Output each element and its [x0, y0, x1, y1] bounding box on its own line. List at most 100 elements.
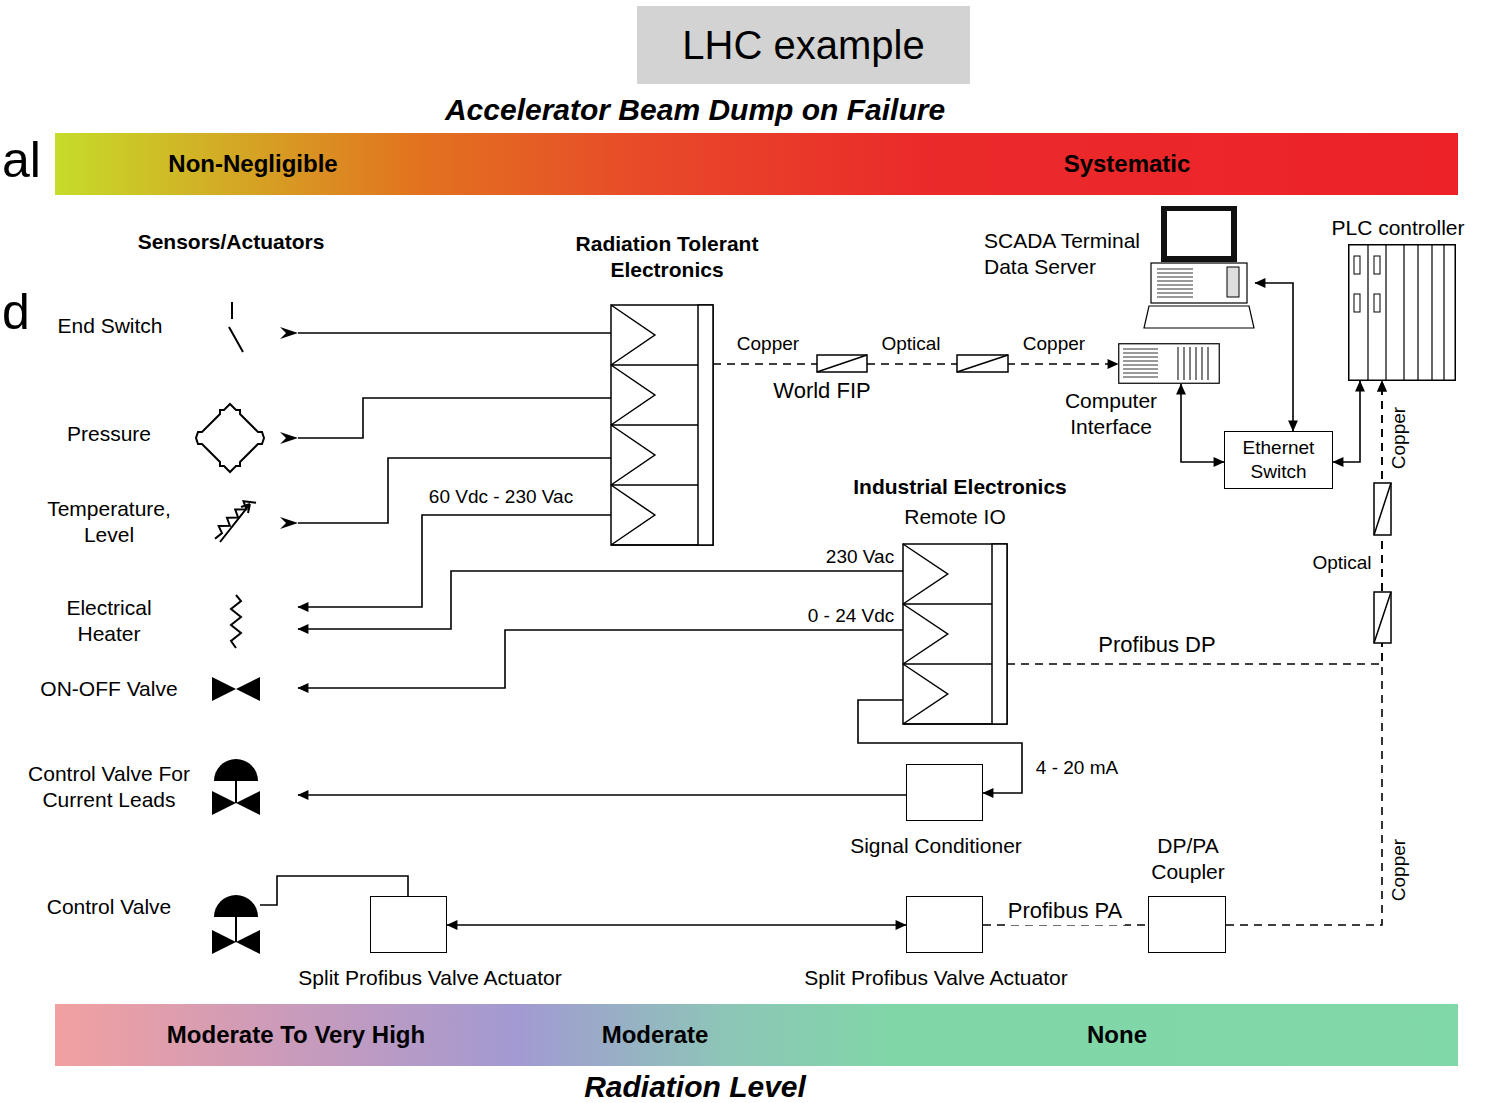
indicator [1354, 256, 1360, 274]
wire-connector [1255, 283, 1293, 431]
card-slot [1201, 347, 1203, 380]
computer-interface: Computer Interface [1118, 343, 1220, 384]
vent [1157, 288, 1193, 290]
wire-connector [298, 630, 903, 688]
card-slot [1207, 347, 1209, 380]
vent [1123, 356, 1158, 358]
end-switch-symbol [229, 302, 243, 352]
card-slot [1195, 347, 1197, 380]
indicator [1354, 294, 1360, 312]
connector-symbol [280, 327, 298, 339]
module-edge [1385, 245, 1386, 380]
vent [1123, 352, 1158, 354]
chassis [1119, 344, 1220, 384]
media-converter [1374, 483, 1391, 535]
card-slot [1177, 347, 1179, 380]
converter-diagonal [1374, 483, 1391, 535]
sensor-item: End Switch [18, 308, 298, 344]
connector-symbol [280, 517, 298, 529]
vent [1157, 268, 1193, 270]
connector-label: World FIP [771, 377, 872, 405]
vent [1157, 284, 1193, 286]
rack [1349, 245, 1456, 381]
node-heading: Industrial Electronics [853, 474, 1067, 500]
scada-terminal: SCADA Terminal Data Server [1143, 205, 1255, 330]
computer-icon [1143, 205, 1255, 330]
wire-connector [298, 332, 611, 334]
node-label: Temperature, Level [39, 496, 179, 549]
vent [1123, 360, 1158, 362]
medium-label: Optical [881, 332, 940, 356]
sensor-item: Temperature, Level [18, 495, 298, 551]
rack-outline [611, 305, 713, 545]
amplifier-triangle [611, 485, 698, 545]
control-valve-symbol [212, 930, 260, 954]
rack-bus-bar [992, 544, 1007, 724]
rack-outline [903, 544, 1007, 724]
medium-label: Copper [1387, 407, 1411, 469]
vent [1123, 348, 1158, 350]
node-label: Accelerator Beam Dump on Failure [445, 91, 945, 129]
module-edge [1443, 245, 1444, 380]
ethernet-switch: Ethernet Switch [1224, 431, 1333, 489]
connector-label: 230 Vac [824, 545, 896, 569]
node-label: Radiation Level [584, 1068, 806, 1103]
medium-label: Copper [1387, 839, 1411, 901]
dp-pa-coupler: DP/PA Coupler [1148, 896, 1226, 953]
connector-label: 4 - 20 mA [1034, 756, 1120, 780]
valve-actuator-dome [214, 759, 258, 781]
node-label: Pressure [67, 421, 151, 447]
valve-actuator: Split Profibus Valve Actuator [370, 896, 447, 953]
valve-stem [235, 780, 237, 942]
bus-connector [713, 363, 1118, 365]
node-label: Signal Conditioner [850, 833, 1022, 859]
wire-connector [298, 398, 611, 438]
amplifier-triangle [903, 604, 992, 664]
media-converter [817, 355, 867, 372]
signal-conditioner: Signal Conditioner [906, 764, 983, 821]
converter-diagonal [957, 355, 1008, 372]
vent [1123, 364, 1158, 366]
connector-label: 60 Vdc - 230 Vac [427, 485, 575, 509]
actuator-item: Control Valve For Current Leads [10, 760, 298, 818]
vent [1157, 280, 1193, 282]
wire-connector [1181, 384, 1224, 462]
media-converter [1374, 592, 1391, 643]
medium-label: Copper [1023, 332, 1085, 356]
node-label: End Switch [57, 313, 162, 339]
remote-io-rack: Industrial ElectronicsRemote IO [903, 544, 1007, 724]
wire-connector [1333, 381, 1360, 462]
medium-label: Copper [737, 332, 799, 356]
node-label: SCADA Terminal Data Server [984, 228, 1154, 281]
actuator-item: Control Valve [18, 885, 260, 935]
valve-actuator: Split Profibus Valve Actuator [906, 896, 983, 953]
drive [1227, 267, 1239, 297]
on-off-valve-symbol [212, 677, 260, 701]
wire-connector [298, 515, 611, 607]
converter-diagonal [817, 355, 867, 372]
node-label: DP/PA Coupler [1143, 833, 1233, 886]
interface-icon [1118, 343, 1220, 384]
title-text: LHC example [682, 20, 924, 70]
monitor [1161, 206, 1237, 262]
card-slot [1189, 347, 1191, 380]
connector-label: 0 - 24 Vdc [806, 604, 897, 628]
module-edge [1431, 245, 1432, 380]
indicator [1374, 294, 1380, 312]
rack-bus-bar [698, 305, 713, 545]
keyboard [1144, 306, 1254, 328]
column-heading: Sensors/Actuators [138, 229, 325, 255]
node-label: Split Profibus Valve Actuator [804, 965, 1067, 991]
node-label: Ethernet Switch [1231, 436, 1326, 484]
medium-label: Optical [1312, 551, 1371, 575]
slide-fragment: d [2, 281, 30, 344]
pressure-symbol [196, 404, 264, 472]
bus-connector [1007, 381, 1382, 664]
connector-label: Profibus DP [1096, 631, 1217, 659]
module-edge [1403, 245, 1404, 380]
wire-connector [298, 458, 611, 523]
rack-frame [903, 544, 1007, 724]
electronics-rack: Radiation Tolerant Electronics [611, 305, 713, 545]
